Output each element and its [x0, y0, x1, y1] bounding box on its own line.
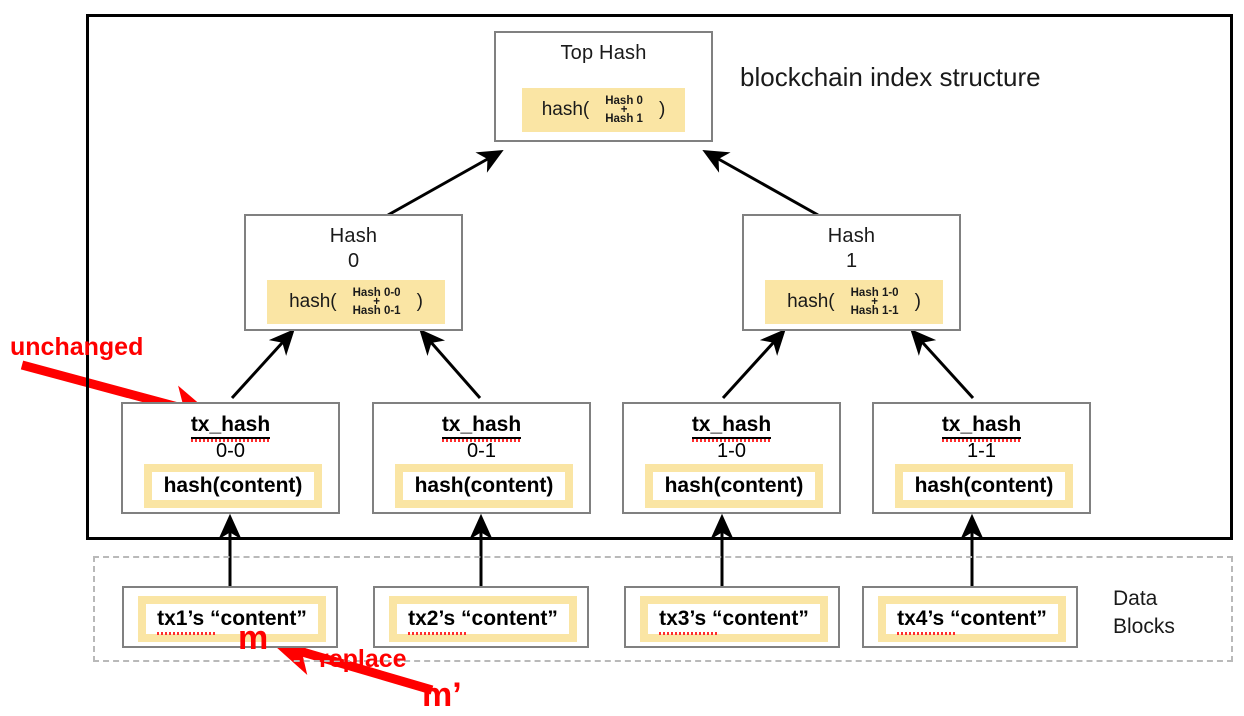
index-structure-frame	[86, 14, 1233, 540]
top-hash-arg-bottom: Hash 1	[605, 112, 643, 125]
data-block-tx1[interactable]: tx1’s “content”	[122, 586, 338, 648]
data-block-tx2[interactable]: tx2’s “content”	[373, 586, 589, 648]
annotation-original-message: m	[238, 619, 269, 657]
node-tx-hash-0-0[interactable]: tx_hash 0-0 hash(content)	[121, 402, 340, 514]
tx-hash-0-0-label: tx_hash	[190, 412, 271, 442]
data-block-tx1-inner: tx1’s “content”	[146, 604, 318, 635]
data-block-tx4[interactable]: tx4’s “content”	[862, 586, 1078, 648]
tx-hash-1-1-label: tx_hash	[941, 412, 1022, 442]
hash-1-title: Hash	[827, 225, 876, 247]
hash-0-args: Hash 0-0 + Hash 0-1	[353, 287, 401, 317]
tx-hash-0-1-index: 0-1	[467, 440, 496, 462]
node-tx-hash-1-0[interactable]: tx_hash 1-0 hash(content)	[622, 402, 841, 514]
hash-0-index: 0	[347, 250, 360, 272]
hash-1-index: 1	[845, 250, 858, 272]
top-hash-arg-plus: +	[620, 103, 628, 116]
hash-1-formula-band: hash( Hash 1-0 + Hash 1-1 )	[765, 280, 943, 324]
node-hash-1[interactable]: Hash 1 hash( Hash 1-0 + Hash 1-1 )	[742, 214, 961, 331]
data-block-tx2-band: tx2’s “content”	[389, 596, 577, 642]
data-block-tx3-inner: tx3’s “content”	[648, 604, 820, 635]
data-block-tx1-text: tx1’s “content”	[157, 607, 307, 635]
data-block-tx4-band: tx4’s “content”	[878, 596, 1066, 642]
hash-0-formula-band: hash( Hash 0-0 + Hash 0-1 )	[267, 280, 445, 324]
tx-hash-0-0-index: 0-0	[216, 440, 245, 462]
data-blocks-frame	[93, 556, 1233, 662]
hash-1-hash-word: hash(	[787, 291, 835, 312]
node-top-hash[interactable]: Top Hash hash( Hash 0 + Hash 1 )	[494, 31, 713, 142]
top-hash-formula-band: hash( Hash 0 + Hash 1 )	[522, 88, 685, 132]
page-title: blockchain index structure	[740, 62, 1041, 92]
data-block-tx4-inner: tx4’s “content”	[886, 604, 1058, 635]
annotation-new-message: m’	[422, 676, 462, 714]
data-block-tx2-text: tx2’s “content”	[408, 607, 558, 635]
tx-hash-1-1-index: 1-1	[967, 440, 996, 462]
tx-hash-0-0-content-band: hash(content)	[144, 464, 322, 508]
data-block-tx1-band: tx1’s “content”	[138, 596, 326, 642]
hash-0-hash-word: hash(	[289, 291, 337, 312]
hash-0-arg-plus: +	[373, 295, 380, 308]
tx-hash-1-1-content: hash(content)	[903, 472, 1065, 500]
tx-hash-0-0-content: hash(content)	[152, 472, 314, 500]
hash-1-arg-top: Hash 1-0	[850, 287, 899, 299]
tx-hash-1-0-content-band: hash(content)	[645, 464, 823, 508]
tx-hash-1-1-content-band: hash(content)	[895, 464, 1073, 508]
data-block-tx3[interactable]: tx3’s “content”	[624, 586, 840, 648]
tx-hash-1-0-label: tx_hash	[691, 412, 772, 442]
annotation-replace: replace	[319, 645, 407, 673]
top-hash-args: Hash 0 + Hash 1	[605, 95, 643, 125]
hash-0-close-paren: )	[416, 291, 423, 312]
annotation-unchanged: unchanged	[10, 333, 144, 361]
data-block-tx3-text: tx3’s “content”	[659, 607, 809, 635]
data-blocks-caption: Data Blocks	[1113, 585, 1175, 641]
data-blocks-caption-line2: Blocks	[1113, 615, 1175, 638]
node-tx-hash-1-1[interactable]: tx_hash 1-1 hash(content)	[872, 402, 1091, 514]
hash-1-arg-bottom: Hash 1-1	[850, 304, 899, 317]
hash-0-arg-top: Hash 0-0	[352, 287, 401, 299]
data-block-tx4-text: tx4’s “content”	[897, 607, 1047, 635]
node-tx-hash-0-1[interactable]: tx_hash 0-1 hash(content)	[372, 402, 591, 514]
data-block-tx3-band: tx3’s “content”	[640, 596, 828, 642]
tx-hash-0-1-label: tx_hash	[441, 412, 522, 442]
top-hash-hash-word: hash(	[541, 99, 590, 120]
tx-hash-0-1-content: hash(content)	[403, 472, 565, 500]
hash-0-arg-bottom: Hash 0-1	[352, 304, 401, 317]
hash-1-args: Hash 1-0 + Hash 1-1	[851, 287, 899, 317]
hash-1-arg-plus: +	[871, 295, 878, 308]
tx-hash-1-0-index: 1-0	[717, 440, 746, 462]
tx-hash-1-0-content: hash(content)	[653, 472, 815, 500]
data-blocks-caption-line1: Data	[1113, 587, 1158, 610]
data-block-tx2-inner: tx2’s “content”	[397, 604, 569, 635]
hash-1-close-paren: )	[914, 291, 921, 312]
top-hash-arg-top: Hash 0	[605, 95, 643, 107]
tx-hash-0-1-content-band: hash(content)	[395, 464, 573, 508]
node-hash-0[interactable]: Hash 0 hash( Hash 0-0 + Hash 0-1 )	[244, 214, 463, 331]
top-hash-title: Top Hash	[560, 42, 647, 64]
hash-0-title: Hash	[329, 225, 378, 247]
top-hash-close-paren: )	[658, 99, 666, 120]
